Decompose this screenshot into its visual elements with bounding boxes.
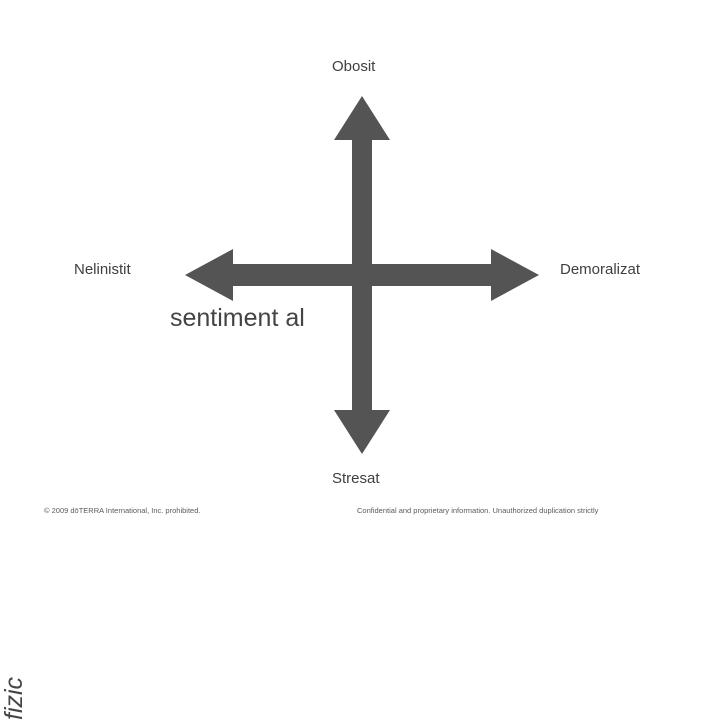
label-bottom-stresat: Stresat bbox=[332, 470, 380, 487]
label-horizontal-axis-sentimental: sentiment al bbox=[170, 304, 305, 332]
axis-arrows-graphic bbox=[185, 96, 539, 454]
label-right-demoralizat: Demoralizat bbox=[560, 261, 641, 278]
footer-confidential-notice: Confidential and proprietary information… bbox=[357, 506, 599, 515]
slide-canvas: Obosit Nelinistit Demoralizat Stresat fi… bbox=[0, 58, 720, 720]
quadrant-diagram: Obosit Nelinistit Demoralizat Stresat fi… bbox=[0, 58, 641, 720]
label-top-obosit: Obosit bbox=[332, 58, 376, 75]
label-vertical-axis-text: fizic bbox=[0, 676, 28, 720]
slide-footer: © 2009 dōTERRA International, Inc. prohi… bbox=[0, 500, 720, 540]
label-left-nelinistit: Nelinistit bbox=[74, 261, 131, 278]
footer-copyright: © 2009 dōTERRA International, Inc. prohi… bbox=[44, 506, 201, 515]
